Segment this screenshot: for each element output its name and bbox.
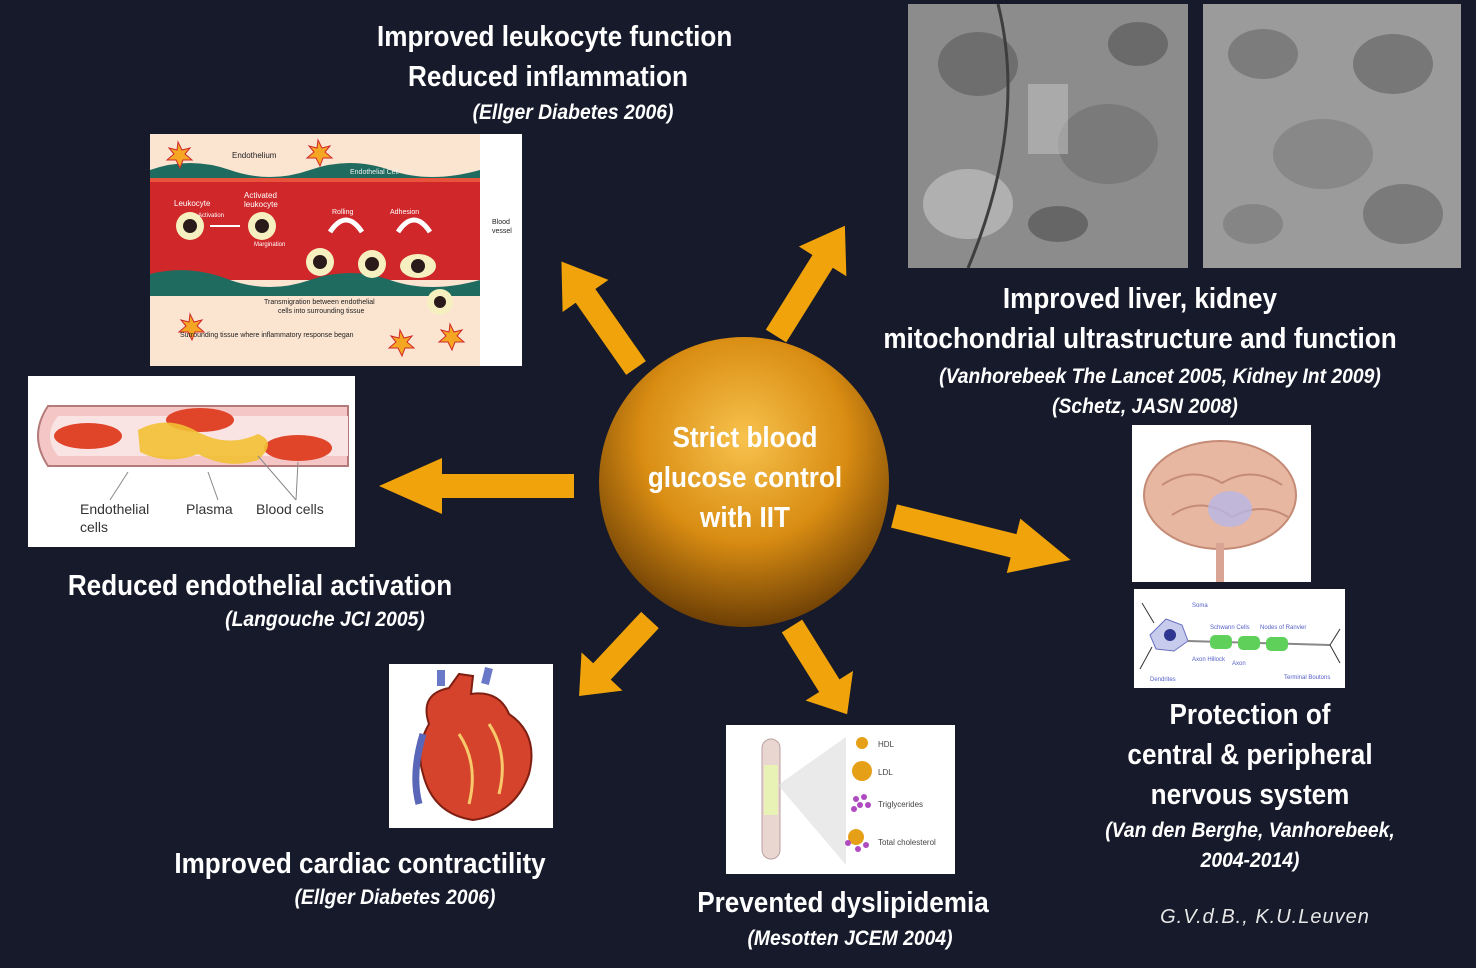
label-activation: Activation <box>198 213 224 219</box>
arrow-to-endothelial <box>379 458 574 514</box>
nervous-title-1: Protection of <box>1169 699 1331 731</box>
leukocyte-cell <box>176 212 204 240</box>
label-blood-2: vessel <box>492 228 512 235</box>
label-leukocyte: Leukocyte <box>174 199 211 208</box>
neuron-figure: Soma Schwann Cells Nodes of Ranvier Axon… <box>1134 589 1345 688</box>
label-nodes: Nodes of Ranvier <box>1260 625 1306 631</box>
author-signature: G.V.d.B., K.U.Leuven <box>1160 906 1370 928</box>
nervous-citation-1: (Van den Berghe, Vanhorebeek, <box>1105 819 1395 842</box>
vessel-cross-section-illustration: Endothelial cells Plasma Blood cells <box>37 405 349 535</box>
center-circle <box>599 337 889 627</box>
cardiac-citation: (Ellger Diabetes 2006) <box>294 886 496 909</box>
endothelial-title: Reduced endothelial activation <box>67 570 453 602</box>
lipid-citation: (Mesotten JCEM 2004) <box>747 927 953 950</box>
label-schwann: Schwann Cells <box>1210 625 1250 631</box>
em-image-liver <box>908 4 1188 268</box>
liver-citation-2: (Schetz, JASN 2008) <box>1052 395 1238 418</box>
arrow-to-liver <box>752 210 869 351</box>
label-ldl: LDL <box>878 768 893 777</box>
heart-figure <box>389 664 553 828</box>
label-rolling: Rolling <box>332 209 354 216</box>
cardiac-title: Improved cardiac contractility <box>174 848 546 880</box>
liver-citation-1: (Vanhorebeek The Lancet 2005, Kidney Int… <box>939 365 1381 388</box>
center-line-1: Strict blood <box>672 422 818 454</box>
endothelial-citation: (Langouche JCI 2005) <box>225 608 425 631</box>
heart-illustration <box>389 664 553 828</box>
activated-leukocyte-cell <box>248 212 276 240</box>
label-axon: Axon <box>1232 661 1246 667</box>
label-hdl: HDL <box>878 740 895 749</box>
label-endothelial-cell: Endothelial Cell <box>350 169 399 176</box>
label-hillock: Axon Hillock <box>1192 657 1226 663</box>
endothelial-figure: Endothelial cells Plasma Blood cells <box>28 376 355 547</box>
leukocyte-citation: (Ellger Diabetes 2006) <box>472 101 674 124</box>
label-endothelial-cells-2: cells <box>80 519 108 535</box>
arrow-to-cardiac <box>558 600 671 716</box>
arrow-to-leukocyte <box>538 245 659 385</box>
label-soma: Soma <box>1192 603 1208 609</box>
em-image-kidney <box>1203 4 1461 268</box>
label-blood-1: Blood <box>492 219 510 226</box>
center-line-3: with IIT <box>700 502 790 534</box>
nervous-citation-2: 2004-2014) <box>1200 849 1300 872</box>
label-blood-cells: Blood cells <box>256 501 324 517</box>
lipid-tube-illustration: HDL LDL Triglycerides Total cholesterol <box>726 725 955 874</box>
label-transmigration-2: cells into surrounding tissue <box>278 308 364 315</box>
leukocyte-title-2: Reduced inflammation <box>408 61 688 93</box>
label-activated-2: leukocyte <box>244 200 278 209</box>
label-total-cholesterol: Total cholesterol <box>878 838 936 847</box>
arrow-to-nervous <box>887 488 1078 588</box>
arrow-to-lipid <box>768 611 871 730</box>
brain-figure <box>1132 425 1311 582</box>
brain-illustration <box>1132 425 1311 582</box>
liver-title-2: mitochondrial ultrastructure and functio… <box>883 323 1397 355</box>
label-activated-1: Activated <box>244 191 277 200</box>
label-surrounding: Surrounding tissue where inflammatory re… <box>180 332 354 339</box>
leukocyte-title-1: Improved leukocyte function <box>377 21 733 53</box>
nervous-title-2: central & peripheral <box>1127 739 1373 771</box>
label-margination: Margination <box>254 242 285 248</box>
label-endothelium: Endothelium <box>232 151 277 160</box>
liver-title-1: Improved liver, kidney <box>1002 283 1278 315</box>
micrograph-2 <box>1203 4 1461 268</box>
center-label: Strict blood glucose control with IIT <box>624 418 867 538</box>
blood-vessel-illustration: Endothelium Endothelial Cell Leukocyte A… <box>150 134 522 366</box>
label-dendrites: Dendrites <box>1150 677 1176 683</box>
center-line-2: glucose control <box>647 462 843 494</box>
neuron-illustration: Soma Schwann Cells Nodes of Ranvier Axon… <box>1134 589 1345 688</box>
nervous-title-3: nervous system <box>1150 779 1350 811</box>
lipid-title: Prevented dyslipidemia <box>697 887 989 919</box>
leukocyte-figure: Endothelium Endothelial Cell Leukocyte A… <box>150 134 522 366</box>
label-endothelial-cells-1: Endothelial <box>80 501 149 517</box>
lipid-figure: HDL LDL Triglycerides Total cholesterol <box>726 725 955 874</box>
label-transmigration-1: Transmigration between endothelial <box>264 299 375 306</box>
label-plasma: Plasma <box>186 501 233 517</box>
micrograph-1 <box>908 4 1188 268</box>
label-triglycerides: Triglycerides <box>878 800 923 809</box>
label-terminal: Terminal Boutons <box>1284 675 1330 681</box>
label-adhesion: Adhesion <box>390 209 419 216</box>
